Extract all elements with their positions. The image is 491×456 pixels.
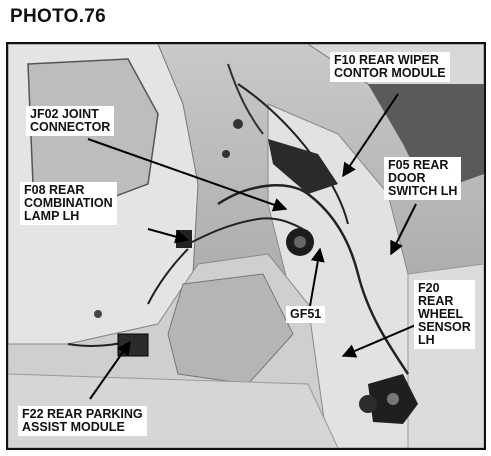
label-gf51: GF51	[286, 306, 326, 323]
leader-f08	[147, 228, 190, 244]
leader-gf51	[309, 247, 325, 307]
label-f20-rear-wheel-sensor: F20 REAR WHEEL SENSOR LH	[414, 280, 475, 349]
vehicle-interior-photo	[8, 44, 484, 448]
label-jf02-joint-connector: JF02 JOINT CONNECTOR	[26, 106, 115, 136]
label-f10-rear-wiper-control-module: F10 REAR WIPER CONTOR MODULE	[330, 52, 450, 82]
leader-f22	[89, 340, 131, 400]
page-title: PHOTO.76	[10, 6, 107, 27]
leader-f20	[341, 323, 419, 358]
label-f22-rear-parking-assist-module: F22 REAR PARKING ASSIST MODULE	[18, 406, 147, 436]
label-f05-rear-door-switch: F05 REAR DOOR SWITCH LH	[384, 157, 462, 200]
vehicle-photo-frame: F10 REAR WIPER CONTOR MODULE JF02 JOINT …	[6, 42, 486, 450]
leader-f10	[342, 93, 399, 178]
leader-jf02	[87, 138, 288, 212]
label-f08-rear-combination-lamp: F08 REAR COMBINATION LAMP LH	[20, 182, 117, 225]
leader-f05	[390, 203, 417, 256]
